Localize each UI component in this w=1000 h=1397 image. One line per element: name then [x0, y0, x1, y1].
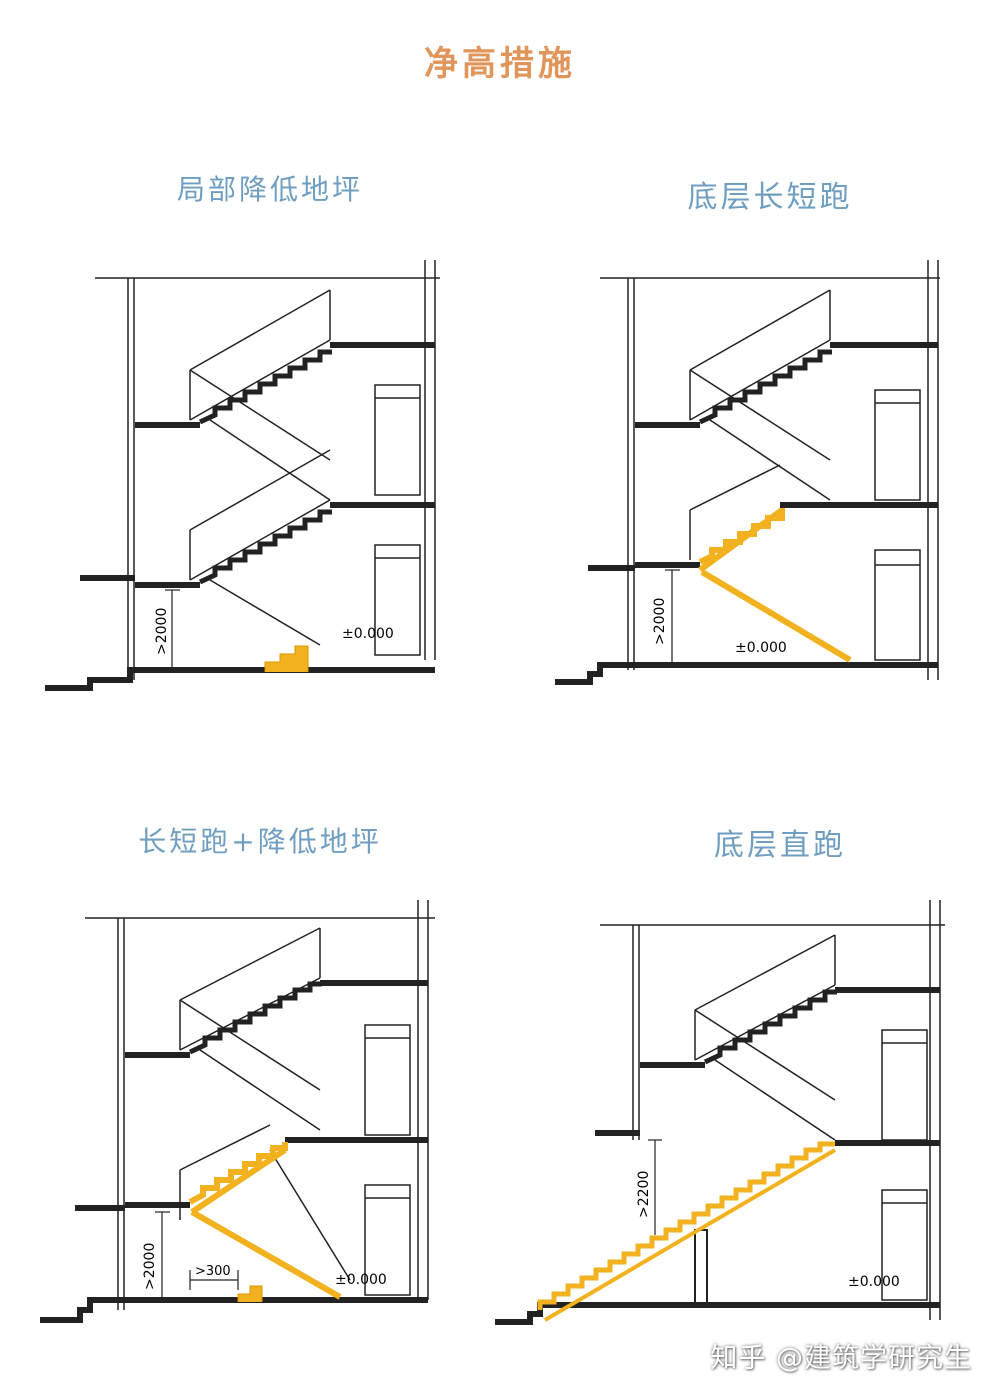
page-title: 净高措施: [424, 44, 576, 84]
stair-section-1: >2000 ±0.000: [45, 260, 440, 691]
panel-title-3: 长短跑+降低地坪: [138, 825, 382, 858]
stair-section-2: >2000 ±0.000: [555, 260, 940, 685]
clearance-label: >2200: [636, 1171, 652, 1218]
level-label: ±0.000: [848, 1274, 900, 1290]
panel-title-2: 底层长短跑: [687, 180, 853, 215]
clearance-label: >2000: [652, 598, 668, 645]
watermark: 知乎 @建筑学研究生: [710, 1343, 972, 1374]
panel-title-4: 底层直跑: [714, 828, 846, 863]
panel-title-1: 局部降低地坪: [176, 173, 363, 206]
level-label: ±0.000: [735, 640, 787, 656]
offset-label: >300: [195, 1264, 231, 1279]
stair-section-3: >2000 >300 ±0.000: [40, 900, 435, 1323]
clearance-label: >2000: [154, 608, 170, 655]
level-label: ±0.000: [335, 1272, 387, 1288]
stair-section-4: >2200 ±0.000: [495, 900, 945, 1325]
clearance-label: >2000: [142, 1243, 158, 1290]
level-label: ±0.000: [342, 626, 394, 642]
